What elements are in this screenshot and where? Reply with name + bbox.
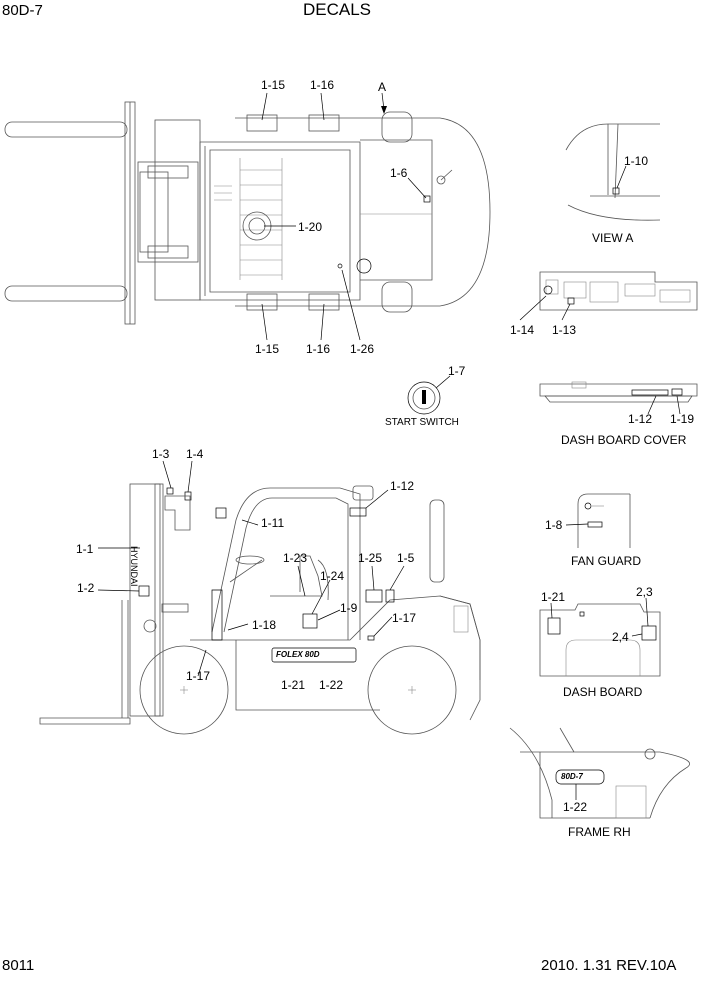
mast-brand-decal: HYUNDAI bbox=[129, 546, 139, 587]
model-code: 80D-7 bbox=[2, 2, 43, 19]
frame-rh-drawing bbox=[509, 727, 691, 819]
top-view-leaders bbox=[261, 92, 427, 341]
instrument-panel-drawing bbox=[519, 271, 698, 321]
callout-1-11: 1-11 bbox=[261, 516, 285, 530]
callout-1-15-lower: 1-15 bbox=[255, 342, 280, 356]
callout-1-23: 1-23 bbox=[283, 551, 308, 565]
fan-guard-drawing bbox=[565, 493, 631, 548]
caption-frame-rh: FRAME RH bbox=[568, 825, 631, 839]
callout-1-26: 1-26 bbox=[350, 342, 375, 356]
side-view-forklift bbox=[39, 483, 481, 735]
callout-1-17-front: 1-17 bbox=[186, 669, 211, 683]
side-view-leaders bbox=[97, 460, 405, 677]
callout-1-25: 1-25 bbox=[358, 551, 383, 565]
callout-1-15: 1-15 bbox=[261, 78, 286, 92]
callout-2-3: 2,3 bbox=[636, 585, 653, 599]
side-logo-decal: FOLEX 80D bbox=[276, 650, 320, 659]
callout-1-9: 1-9 bbox=[340, 601, 358, 615]
callout-1-12-side: 1-12 bbox=[390, 479, 415, 493]
callout-1-22-frame: 1-22 bbox=[563, 800, 588, 814]
callout-1-19: 1-19 bbox=[670, 412, 695, 426]
callout-1-6: 1-6 bbox=[390, 166, 408, 180]
callout-1-18: 1-18 bbox=[252, 618, 277, 632]
start-switch-drawing bbox=[407, 375, 451, 415]
callout-1-16-lower: 1-16 bbox=[306, 342, 331, 356]
callout-1-8: 1-8 bbox=[545, 518, 563, 532]
dash-board-drawing bbox=[539, 597, 661, 677]
top-view-forklift bbox=[4, 101, 491, 325]
caption-start-switch: START SWITCH bbox=[385, 417, 459, 428]
caption-fan-guard: FAN GUARD bbox=[571, 554, 642, 568]
callout-1-10: 1-10 bbox=[624, 154, 649, 168]
page-number: 8011 bbox=[2, 957, 35, 974]
view-a-drawing bbox=[565, 123, 661, 221]
callout-1-17-rear: 1-17 bbox=[392, 611, 417, 625]
callout-1-13: 1-13 bbox=[552, 323, 577, 337]
callout-1-22-side: 1-22 bbox=[319, 678, 344, 692]
callout-1-5: 1-5 bbox=[397, 551, 415, 565]
callout-view-a-arrow: A bbox=[378, 80, 387, 94]
callout-1-20: 1-20 bbox=[298, 220, 323, 234]
callout-1-12-cover: 1-12 bbox=[628, 412, 653, 426]
revision-date: 2010. 1.31 REV.10A bbox=[541, 957, 677, 974]
callout-1-14: 1-14 bbox=[510, 323, 535, 337]
callout-1-3: 1-3 bbox=[152, 447, 170, 461]
caption-view-a: VIEW A bbox=[592, 231, 634, 245]
callout-1-21-side: 1-21 bbox=[281, 678, 306, 692]
page-title: DECALS bbox=[303, 0, 372, 19]
callout-2-4: 2,4 bbox=[612, 630, 629, 644]
callout-1-21-dash: 1-21 bbox=[541, 590, 566, 604]
callout-1-16: 1-16 bbox=[310, 78, 335, 92]
callout-1-4: 1-4 bbox=[186, 447, 204, 461]
caption-dash-board: DASH BOARD bbox=[563, 685, 643, 699]
dash-board-cover-drawing bbox=[539, 381, 698, 415]
callout-1-24: 1-24 bbox=[320, 569, 345, 583]
caption-dash-board-cover: DASH BOARD COVER bbox=[561, 433, 687, 447]
frame-badge-decal: 80D-7 bbox=[561, 772, 583, 781]
callout-1-2: 1-2 bbox=[77, 581, 95, 595]
callout-1-1: 1-1 bbox=[76, 542, 94, 556]
callout-1-7: 1-7 bbox=[448, 364, 466, 378]
